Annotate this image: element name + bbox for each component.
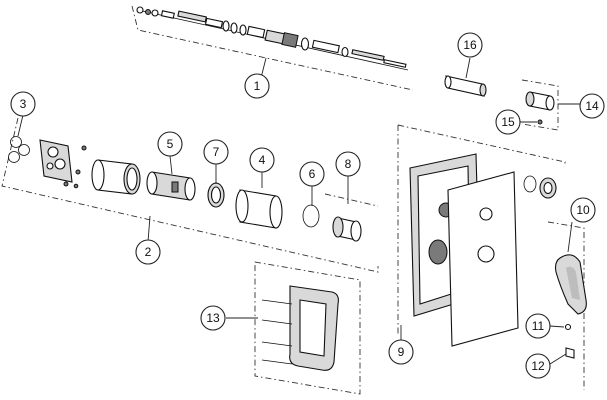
callout-15: 15 — [495, 109, 521, 135]
mounting-frame — [261, 285, 339, 371]
svg-text:15: 15 — [501, 115, 515, 129]
svg-text:1: 1 — [254, 79, 261, 93]
callout-16: 16 — [457, 32, 483, 58]
svg-text:2: 2 — [145, 245, 152, 259]
group-outline-13 — [254, 261, 361, 395]
group-outline-9 — [397, 124, 566, 336]
svg-text:6: 6 — [309, 167, 316, 181]
svg-text:5: 5 — [167, 137, 174, 151]
cartridge — [146, 171, 196, 201]
callout-10: 10 — [570, 197, 596, 223]
svg-text:10: 10 — [576, 203, 590, 217]
o-ring-set — [8, 136, 30, 163]
svg-text:8: 8 — [345, 157, 352, 171]
group-outline-10 — [547, 221, 585, 390]
plate-rings — [523, 175, 557, 199]
group-outline-8 — [324, 193, 379, 207]
seal-ring-8 — [332, 216, 362, 242]
o-ring-6 — [302, 204, 320, 228]
callout-7: 7 — [203, 139, 229, 165]
adapter-ring-7 — [207, 182, 225, 208]
set-screw-12 — [565, 347, 575, 359]
lever-handle — [554, 254, 587, 315]
pin-16 — [444, 75, 487, 97]
group-outlines — [1, 5, 585, 395]
svg-text:14: 14 — [585, 99, 599, 113]
group-outline-14 — [521, 79, 559, 131]
callout-2: 2 — [135, 239, 161, 265]
callout-11: 11 — [525, 313, 551, 339]
ball-15 — [537, 119, 543, 125]
group-outline-1 — [131, 5, 414, 91]
svg-text:3: 3 — [20, 97, 27, 111]
callout-1: 1 — [244, 73, 270, 99]
trim-sleeve-4 — [235, 189, 283, 229]
callout-9: 9 — [388, 339, 414, 365]
svg-text:9: 9 — [398, 345, 405, 359]
svg-text:13: 13 — [206, 311, 220, 325]
cap-14 — [525, 91, 555, 111]
svg-text:4: 4 — [259, 153, 266, 167]
svg-text:11: 11 — [532, 319, 545, 333]
callout-3: 3 — [10, 91, 36, 117]
callout-8: 8 — [335, 151, 361, 177]
spindle-assembly — [136, 6, 409, 71]
svg-text:16: 16 — [463, 38, 477, 52]
svg-text:7: 7 — [213, 145, 220, 159]
callout-13: 13 — [200, 305, 226, 331]
cover-plate-front — [447, 171, 519, 347]
callout-6: 6 — [299, 161, 325, 187]
callout-14: 14 — [579, 93, 605, 119]
valve-body-group — [39, 139, 87, 189]
ball-11 — [564, 323, 572, 331]
callout-5: 5 — [157, 131, 183, 157]
callout-12: 12 — [525, 353, 551, 379]
sleeve-cylinder — [91, 159, 141, 195]
callout-4: 4 — [249, 147, 275, 173]
svg-text:12: 12 — [531, 359, 545, 373]
